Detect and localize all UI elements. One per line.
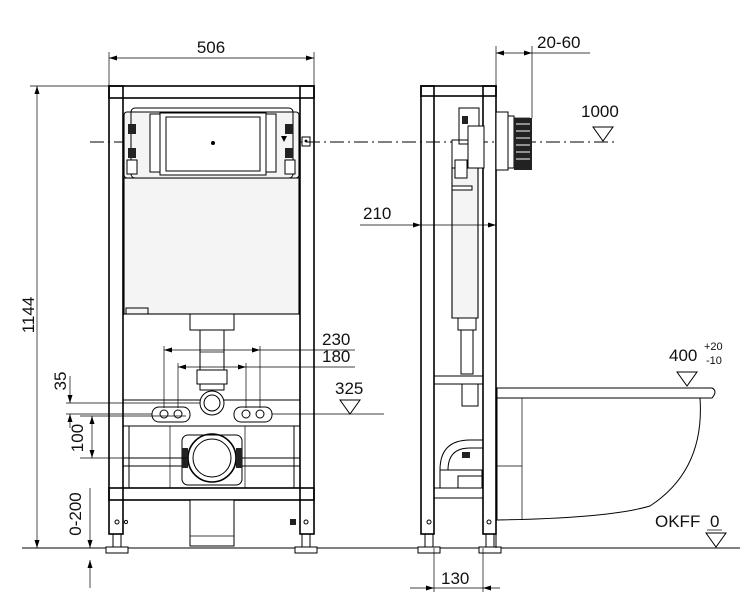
dim-wall-offset: 20-60	[495, 33, 590, 118]
side-flush-plate	[495, 111, 532, 171]
flush-pipe	[189, 313, 235, 331]
front-bottom-rail	[108, 487, 315, 501]
dim-bolt-outer: 230	[163, 330, 355, 408]
dim-400-label: 400	[669, 346, 697, 365]
dim-210-label: 210	[363, 204, 391, 223]
dim-100-label: 100	[68, 424, 87, 452]
dim-400-tol-minus: -10	[706, 355, 722, 367]
dim-frame-height: 1144	[19, 85, 109, 548]
front-right-post	[299, 85, 315, 535]
front-view	[105, 85, 318, 554]
okff-value: 0	[710, 512, 719, 531]
dim-bolt-inner: 180	[177, 347, 355, 408]
dim-130-label: 130	[441, 569, 469, 588]
drain-bend	[181, 433, 243, 486]
side-view	[417, 85, 532, 554]
dim-0-200-label: 0-200	[66, 492, 85, 535]
dim-1144-label: 1144	[19, 297, 38, 334]
front-top-rail	[108, 85, 315, 99]
dim-1000-label: 1000	[581, 102, 619, 121]
dim-35: 35	[51, 372, 200, 428]
dim-230-label: 230	[322, 330, 350, 349]
dim-bowl-height: 400 +20 -10	[669, 341, 723, 387]
dim-35-label: 35	[51, 372, 70, 391]
dim-floor-ref: OKFF 0	[655, 512, 727, 548]
dim-axis-height: 1000	[581, 102, 619, 142]
dim-bolt-height: 325	[272, 379, 384, 415]
dim-100: 100	[68, 415, 188, 459]
dim-180-label: 180	[322, 347, 350, 366]
front-left-post	[108, 85, 124, 535]
dim-506-label: 506	[197, 38, 225, 57]
dim-drain-offset: 130	[410, 548, 500, 592]
dim-depth: 210	[360, 204, 496, 228]
dim-400-tol-plus: +20	[704, 341, 723, 353]
dim-leg-adjust: 0-200	[66, 488, 93, 588]
dim-325-label: 325	[335, 379, 363, 398]
wc-bowl	[496, 387, 716, 521]
dim-20-60-label: 20-60	[537, 33, 580, 52]
side-rear-post	[420, 85, 435, 535]
dim-frame-width: 506	[108, 38, 315, 86]
cistern-tank	[123, 177, 300, 315]
side-front-post	[482, 85, 497, 535]
okff-label: OKFF	[655, 512, 700, 531]
front-legs	[105, 533, 318, 554]
